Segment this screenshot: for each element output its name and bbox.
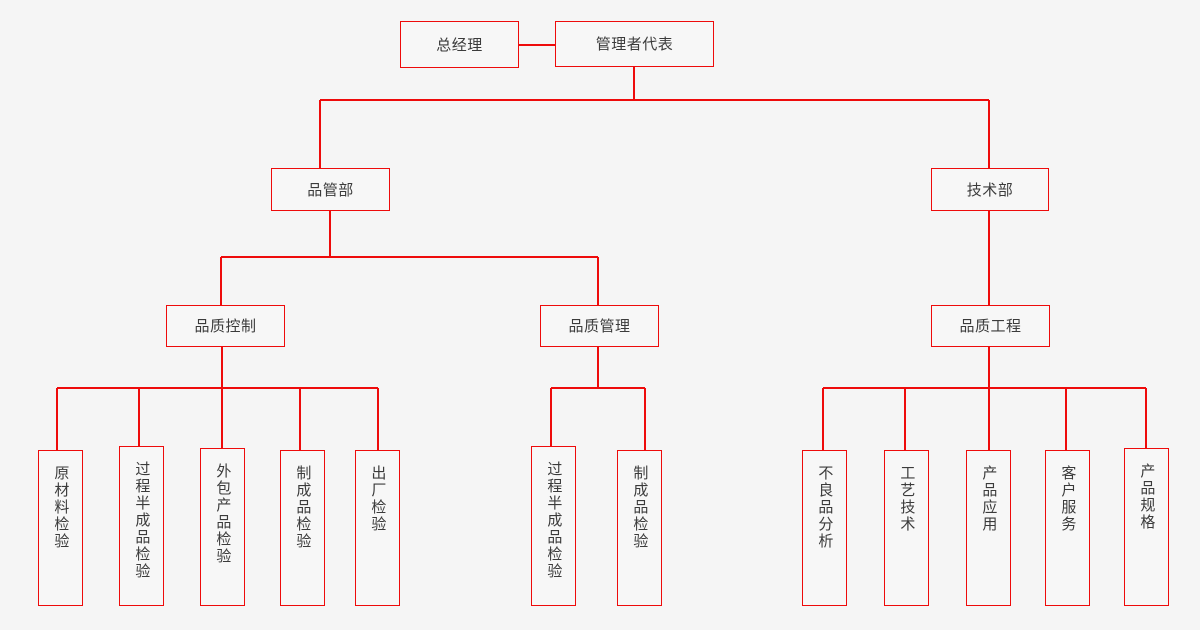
node-leaf-process-tech[interactable]: 工艺技术 — [884, 450, 929, 606]
node-general-manager[interactable]: 总经理 — [400, 21, 519, 68]
node-leaf-customer-service[interactable]: 客户服务 — [1045, 450, 1090, 606]
node-label-leaf-defect-analysis: 不良品分析 — [816, 465, 835, 550]
node-label-leaf-wip: 过程半成品检验 — [133, 461, 152, 580]
node-label-tech-dept: 技术部 — [966, 180, 1014, 199]
node-label-leaf-finished: 制成品检验 — [294, 465, 313, 550]
node-label-quality-dept: 品管部 — [307, 180, 354, 199]
node-leaf-wip2[interactable]: 过程半成品检验 — [531, 446, 576, 606]
node-tech-dept[interactable]: 技术部 — [931, 168, 1049, 211]
node-leaf-defect-analysis[interactable]: 不良品分析 — [802, 450, 847, 606]
node-leaf-finished2[interactable]: 制成品检验 — [617, 450, 662, 606]
node-label-leaf-product-app: 产品应用 — [980, 465, 999, 533]
node-label-leaf-wip2: 过程半成品检验 — [545, 461, 564, 580]
node-label-leaf-customer-service: 客户服务 — [1059, 465, 1078, 533]
node-quality-dept[interactable]: 品管部 — [271, 168, 390, 211]
node-leaf-raw-material[interactable]: 原材料检验 — [38, 450, 83, 606]
node-label-leaf-process-tech: 工艺技术 — [898, 465, 917, 533]
node-leaf-outsourced[interactable]: 外包产品检验 — [200, 448, 245, 606]
node-leaf-product-spec[interactable]: 产品规格 — [1124, 448, 1169, 606]
node-label-leaf-raw-material: 原材料检验 — [52, 465, 71, 550]
node-leaf-product-app[interactable]: 产品应用 — [966, 450, 1011, 606]
node-label-management-rep: 管理者代表 — [595, 35, 674, 53]
node-leaf-wip[interactable]: 过程半成品检验 — [119, 446, 164, 606]
node-label-quality-engineering: 品质工程 — [959, 317, 1022, 335]
node-quality-management[interactable]: 品质管理 — [540, 305, 659, 347]
node-label-leaf-outsourced: 外包产品检验 — [214, 463, 233, 565]
node-label-leaf-finished2: 制成品检验 — [631, 465, 650, 550]
node-quality-control[interactable]: 品质控制 — [166, 305, 285, 347]
node-label-leaf-outgoing: 出厂检验 — [369, 465, 388, 533]
node-leaf-finished[interactable]: 制成品检验 — [280, 450, 325, 606]
node-label-leaf-product-spec: 产品规格 — [1138, 463, 1157, 531]
node-label-quality-control: 品质控制 — [194, 317, 257, 335]
node-label-general-manager: 总经理 — [436, 35, 483, 54]
node-management-rep[interactable]: 管理者代表 — [555, 21, 714, 67]
node-leaf-outgoing[interactable]: 出厂检验 — [355, 450, 400, 606]
node-label-quality-management: 品质管理 — [568, 317, 631, 335]
node-quality-engineering[interactable]: 品质工程 — [931, 305, 1050, 347]
